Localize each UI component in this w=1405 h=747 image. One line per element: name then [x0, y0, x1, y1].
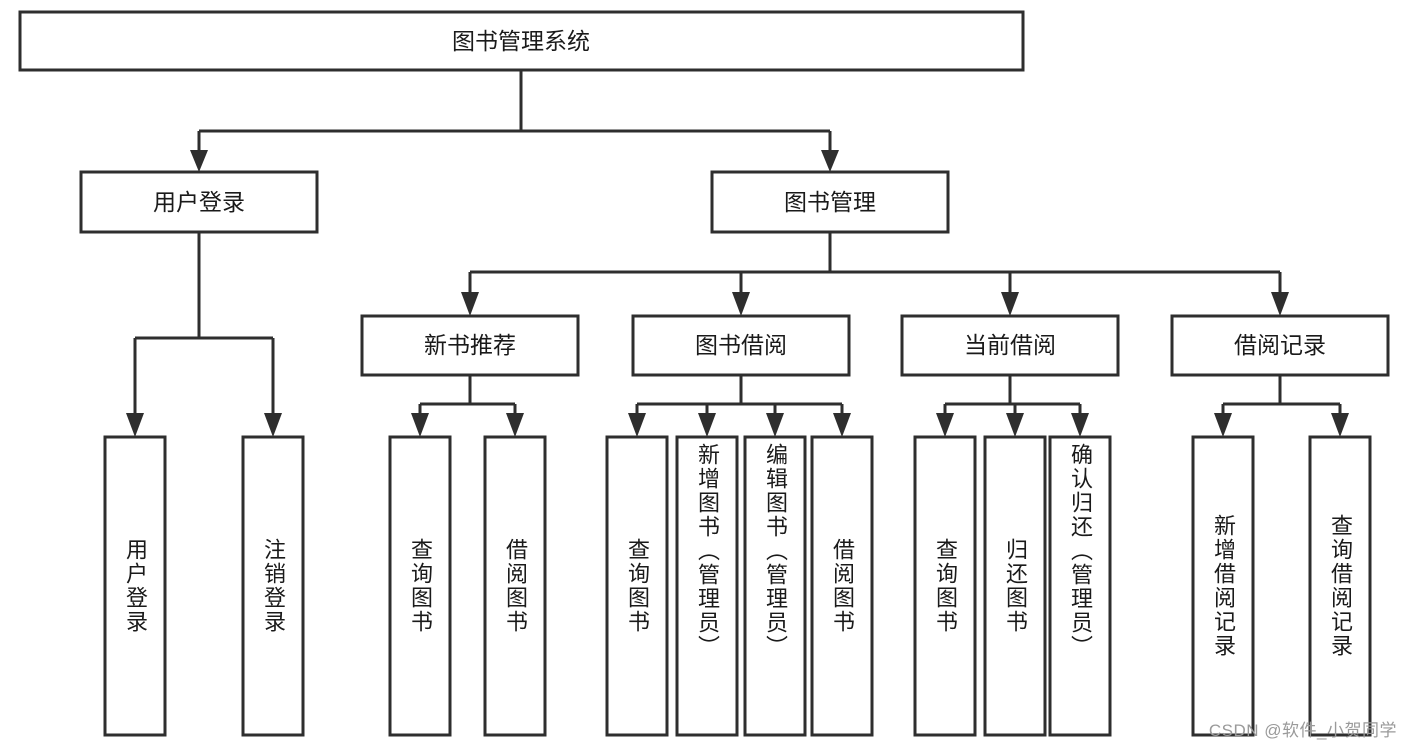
watermark-text: CSDN @软件_小贺同学: [1208, 721, 1397, 740]
arrowhead-current-borrow: [1001, 292, 1019, 316]
leaf-record-query-box[interactable]: [1308, 435, 1372, 737]
arrowhead-leaf-current-borrow-3: [1071, 413, 1089, 437]
connector-layer: [126, 70, 1349, 437]
arrowhead-leaf-book-borrow-3: [766, 413, 784, 437]
node-book-borrow-box[interactable]: [631, 314, 851, 377]
arrowhead-leaf-book-borrow-1: [628, 413, 646, 437]
leaf-record-add-box[interactable]: [1191, 435, 1255, 737]
arrowhead-leaf-book-borrow-4: [833, 413, 851, 437]
arrowhead-leaf-new-book-2: [506, 413, 524, 437]
leaf-new-book-borrow-box[interactable]: [483, 435, 547, 737]
arrowhead-borrow-record: [1271, 292, 1289, 316]
arrowhead-user-login: [190, 150, 208, 172]
node-user-login-box[interactable]: [79, 170, 319, 234]
arrowhead-leaf-user-login: [126, 413, 144, 437]
node-new-book-recommend-box[interactable]: [360, 314, 580, 377]
node-new-book-recommend-label: 新书推荐: [424, 332, 516, 358]
arrowhead-book-borrow: [732, 292, 750, 316]
node-book-borrow-label: 图书借阅: [695, 332, 787, 358]
node-user-login-label: 用户登录: [153, 189, 245, 215]
arrowhead-leaf-borrow-record-1: [1214, 413, 1232, 437]
leaf-book-edit-box[interactable]: [743, 435, 807, 737]
leaf-current-confirm-return-box[interactable]: [1048, 435, 1112, 737]
node-borrow-record-label: 借阅记录: [1234, 332, 1326, 358]
leaf-user-login-box[interactable]: [103, 435, 167, 737]
node-root-label: 图书管理系统: [452, 28, 590, 54]
node-current-borrow-box[interactable]: [900, 314, 1120, 377]
node-book-manage-label: 图书管理: [784, 189, 876, 215]
node-book-manage-box[interactable]: [710, 170, 950, 234]
arrowhead-book-manage: [821, 150, 839, 172]
leaf-logout-box[interactable]: [241, 435, 305, 737]
node-root-box[interactable]: [18, 10, 1025, 72]
leaf-current-return-box[interactable]: [983, 435, 1047, 737]
leaf-book-borrow-action-box[interactable]: [810, 435, 874, 737]
node-borrow-record-box[interactable]: [1170, 314, 1390, 377]
arrowhead-leaf-current-borrow-1: [936, 413, 954, 437]
arrowhead-new-book-recommend: [461, 292, 479, 316]
arrowhead-leaf-borrow-record-2: [1331, 413, 1349, 437]
arrowhead-leaf-current-borrow-2: [1006, 413, 1024, 437]
leaf-current-query-box[interactable]: [913, 435, 977, 737]
arrowhead-leaf-book-borrow-2: [698, 413, 716, 437]
node-current-borrow-label: 当前借阅: [964, 332, 1056, 358]
leaf-book-borrow-query-box[interactable]: [605, 435, 669, 737]
arrowhead-leaf-logout: [264, 413, 282, 437]
leaf-new-book-query-box[interactable]: [388, 435, 452, 737]
leaf-book-add-box[interactable]: [675, 435, 739, 737]
node-layer: 图书管理系统 用户登录 图书管理 新书推荐 图书借阅 当前借阅 借阅记录: [18, 10, 1390, 737]
arrowhead-leaf-new-book-1: [411, 413, 429, 437]
